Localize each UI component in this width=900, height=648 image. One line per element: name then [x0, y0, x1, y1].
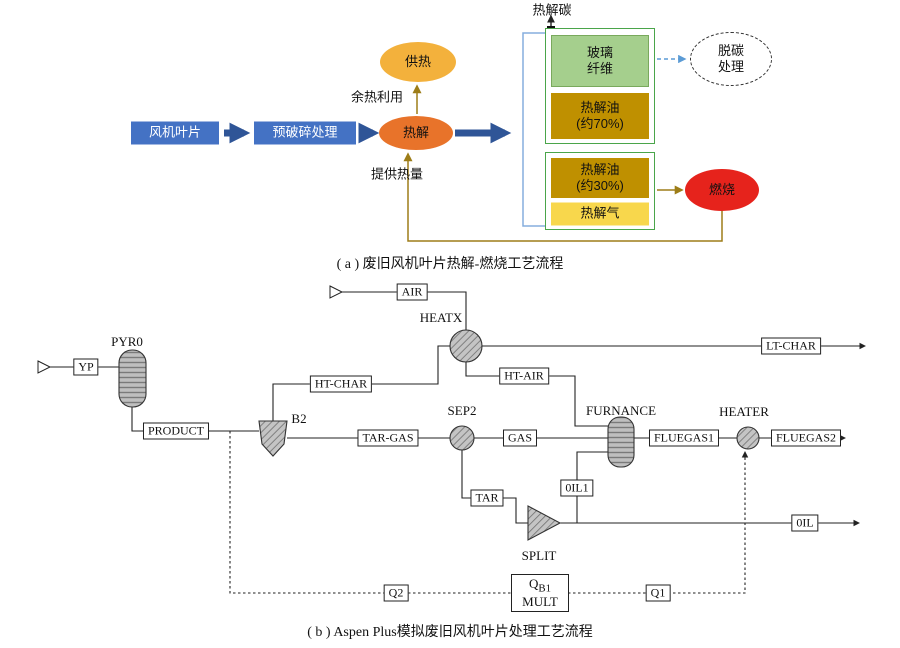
pyrolysis-ellipse: 热解 [379, 116, 453, 150]
stream-tar-gas: TAR-GAS [357, 429, 419, 447]
waste-heat-label: 余热利用 [350, 89, 404, 105]
stream-ht-air-line [465, 362, 608, 427]
heat-stream-q2-line [229, 431, 512, 594]
mult-block: QB1 MULT [511, 574, 569, 612]
blade-box: 风机叶片 [131, 121, 219, 145]
caption-panel-a: ( a ) 废旧风机叶片热解-燃烧工艺流程 [336, 257, 564, 272]
stream-lt-char: LT-CHAR [761, 337, 821, 355]
stream-tar: TAR [470, 489, 504, 507]
stream-oil1: 0IL1 [560, 479, 594, 497]
stream-air-line [342, 291, 467, 330]
stream-q2: Q2 [383, 584, 409, 602]
stream-tar-line [461, 450, 528, 524]
heater-icon [736, 426, 760, 450]
bracket-line [522, 32, 545, 227]
glass-fiber-box: 玻璃 纤维 [551, 35, 649, 87]
split-splitter-icon [527, 505, 562, 541]
stream-ht-char-line [272, 345, 450, 421]
pyro-gas-box: 热解气 [551, 202, 649, 226]
sep2-label: SEP2 [447, 403, 477, 418]
stream-q1: Q1 [645, 584, 671, 602]
stream-gas: GAS [502, 429, 538, 447]
heat-return-loop [403, 152, 723, 242]
stream-oil1-line [576, 451, 608, 523]
pyro-carbon-label: 热解碳 [532, 2, 572, 18]
yp-feed-arrow [37, 360, 52, 374]
b2-label: B2 [291, 411, 307, 426]
mult-duty-label: QB1 [528, 575, 552, 595]
stream-product: PRODUCT [142, 422, 210, 440]
stream-air: AIR [396, 283, 428, 301]
stream-ht-air: HT-AIR [499, 367, 549, 385]
caption-panel-b: ( b ) Aspen Plus模拟废旧风机叶片处理工艺流程 [307, 625, 593, 640]
oil30-box: 热解油 (约30%) [551, 158, 649, 198]
flowsheet-icons [118, 329, 760, 541]
split-label: SPLIT [521, 548, 557, 563]
furnance-label: FURNANCE [585, 403, 657, 418]
stream-oil: 0IL [791, 514, 819, 532]
heat-stream-q1-line [568, 451, 749, 594]
combustion-ellipse: 燃烧 [685, 169, 759, 211]
sep2-separator-icon [449, 425, 475, 451]
heatx-label: HEATX [419, 310, 463, 325]
precrush-box: 预破碎处理 [254, 121, 356, 145]
provide-heat-label: 提供热量 [370, 166, 424, 182]
stream-yp: YP [73, 358, 99, 376]
mult-name-label: MULT [522, 594, 558, 610]
heater-label: HEATER [719, 404, 769, 419]
heatx-exchanger-icon [449, 329, 483, 363]
air-feed-arrow [329, 285, 344, 299]
b2-cyclone-icon [258, 420, 288, 457]
stream-product-line [131, 406, 259, 432]
pyr0-reactor-icon [118, 349, 147, 408]
decarb-ellipse: 脱碳 处理 [690, 32, 772, 86]
stream-fluegas1: FLUEGAS1 [648, 429, 720, 447]
heat-supply-ellipse: 供热 [380, 42, 456, 82]
pyr0-label: PYR0 [111, 334, 143, 349]
stream-fluegas2: FLUEGAS2 [770, 429, 842, 447]
furnance-reactor-icon [607, 416, 635, 468]
stream-ht-char: HT-CHAR [309, 375, 373, 393]
oil70-box: 热解油 (约70%) [551, 93, 649, 139]
